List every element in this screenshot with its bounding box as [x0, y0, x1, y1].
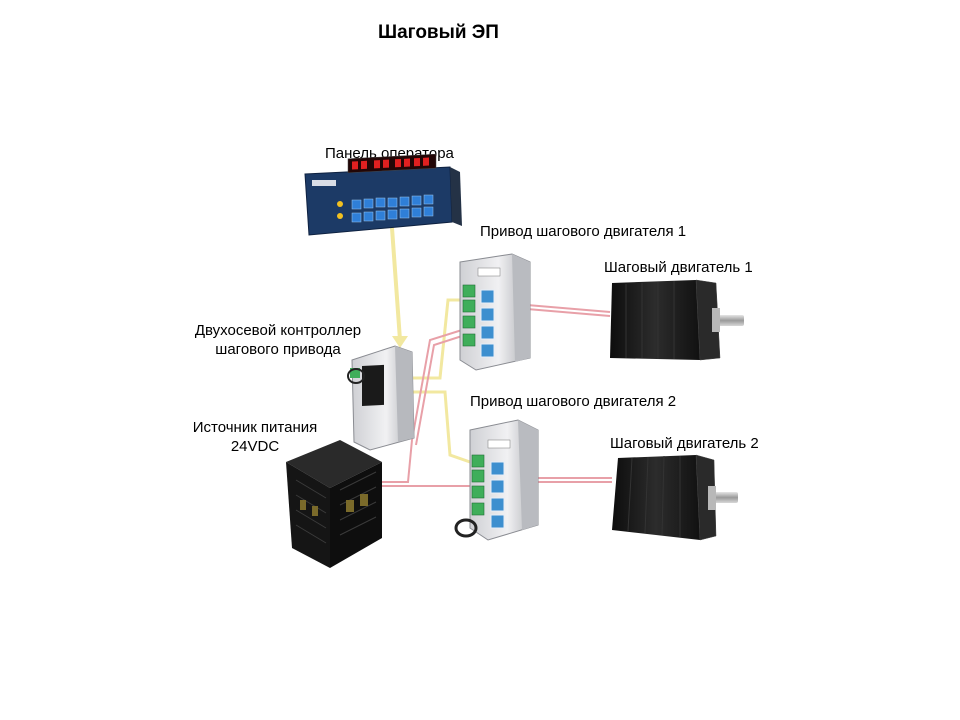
- motor-2-shaft: [712, 492, 738, 503]
- power-supply-label-line1: Источник питания: [192, 419, 318, 436]
- controller: [347, 345, 415, 451]
- motor-2-laminations: [627, 455, 681, 537]
- controller-label-line2: шагового привода: [215, 341, 341, 358]
- driver-2-terminals: [471, 454, 485, 516]
- driver-2-dip-panels: [490, 461, 505, 529]
- panel-to-controller-cable: [390, 226, 402, 342]
- driver-1: [459, 253, 531, 371]
- page-title: Шаговый ЭП: [378, 22, 499, 43]
- panel-keys: [351, 194, 434, 223]
- panel-cable-arrow: [392, 336, 408, 348]
- stepper-motor-1: [610, 279, 744, 361]
- power-supply-label-line2: 24VDC: [230, 438, 280, 455]
- power-supply-top: [286, 440, 382, 488]
- motor-1-bearing: [712, 308, 720, 332]
- controller-to-driver1-cable: [408, 298, 467, 380]
- motor-1-label: Шаговый двигатель 1: [604, 259, 753, 276]
- driver-2-cable-coil: [454, 518, 478, 538]
- driver-2-side: [518, 420, 538, 530]
- controller-terminals: [350, 368, 360, 378]
- operator-panel: [304, 153, 462, 236]
- controller-side: [395, 346, 414, 442]
- signal-cables: [390, 226, 472, 464]
- driver-1-dip-panels: [480, 289, 495, 358]
- driver1-to-motor1-cable: [526, 304, 611, 313]
- power-cables: [372, 304, 612, 487]
- motor-1-shaft: [718, 315, 744, 326]
- psu-to-controller-cable: [372, 439, 413, 483]
- motor-2-label: Шаговый двигатель 2: [610, 435, 759, 452]
- driver-1-terminals: [462, 284, 476, 347]
- power-supply-components: [300, 494, 368, 516]
- driver-2: [454, 419, 539, 541]
- psu-to-driver1-cable-b: [415, 335, 463, 446]
- motor-2-body: [612, 455, 700, 540]
- driver-2-label-plate: [487, 439, 511, 449]
- driver-2-label: Привод шагового двигателя 2: [470, 393, 677, 410]
- motor-2-bearing: [708, 486, 716, 510]
- controller-label-line1: Двухосевой контроллер: [194, 322, 362, 339]
- driver-1-side: [512, 254, 530, 362]
- panel-function-keys: [337, 201, 343, 219]
- controller-status-window: [362, 364, 384, 407]
- controller-cable-coil: [347, 368, 365, 384]
- stepper-motor-2: [612, 454, 738, 541]
- driver-1-label-plate: [477, 267, 501, 277]
- panel-brand-badge: [312, 180, 336, 186]
- power-supply: [286, 440, 382, 568]
- driver1-to-motor1-cable-b: [526, 308, 611, 317]
- power-supply-label: Источник питания 24VDC: [185, 418, 325, 456]
- power-supply-front: [286, 462, 330, 568]
- controller-to-driver2-cable: [408, 390, 472, 464]
- motor-2-flange: [695, 454, 717, 541]
- driver-1-label: Привод шагового двигателя 1: [480, 223, 687, 240]
- motor-1-body: [610, 280, 700, 360]
- controller-label: Двухосевой контроллер шагового привода: [188, 321, 368, 359]
- motor-1-laminations: [625, 281, 675, 359]
- display-digits: [352, 157, 429, 170]
- operator-panel-side: [450, 167, 462, 226]
- motor-1-flange: [695, 279, 721, 361]
- psu-to-driver1-cable: [411, 329, 463, 441]
